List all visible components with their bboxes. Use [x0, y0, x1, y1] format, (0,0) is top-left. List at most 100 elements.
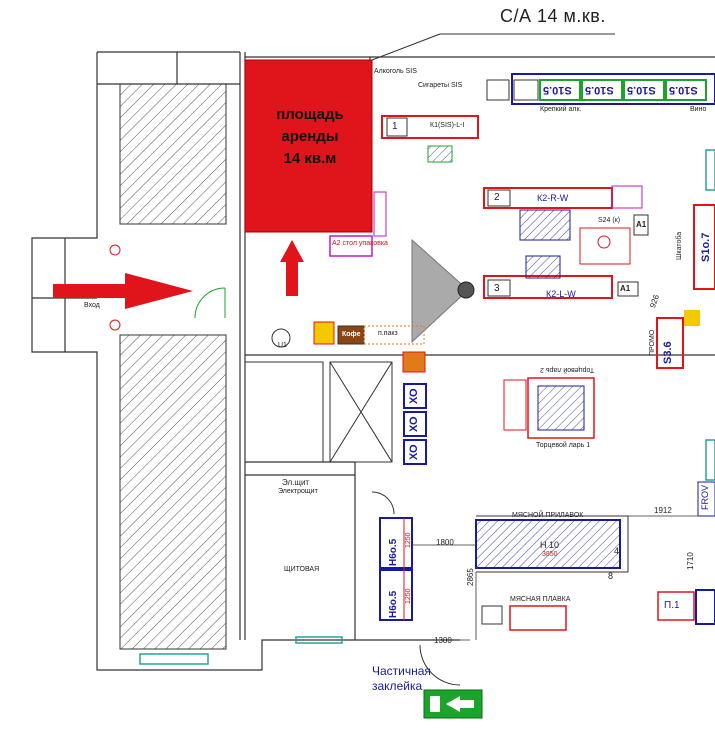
meat-slab [509, 605, 567, 631]
label-promo: ПРОМО [649, 329, 656, 356]
door-swing [194, 287, 226, 319]
k2-r-w-box [487, 189, 511, 207]
label-a1b: А1 [620, 284, 631, 293]
camera-icon [457, 281, 475, 299]
right-shelf-top [693, 204, 715, 290]
label-k1: К1(SIS)-L-I [430, 122, 465, 129]
label-xo-2: ХО [408, 416, 420, 432]
a1b-box [617, 281, 639, 297]
label-eltext: Электрощит [278, 488, 318, 495]
label-el: Эл.щит [282, 478, 310, 487]
yellow-box [313, 321, 335, 345]
label-h6num1: 1250 [405, 532, 412, 548]
top-shelving [511, 73, 715, 105]
label-coffee: Кофе [342, 331, 361, 338]
k2-lower-block [525, 255, 561, 279]
h6-freezer-1 [379, 517, 413, 569]
caption-line-1: Частичная [372, 664, 431, 678]
magenta-box [611, 185, 643, 209]
label-cigarettes: Сигареты SIS [418, 82, 463, 89]
s10-labels [539, 79, 707, 101]
p1-box [657, 591, 695, 621]
label-vxod: Вход [84, 302, 100, 309]
label-p1: П.1 [664, 600, 680, 611]
view-cone [411, 238, 469, 344]
header-title: С/А 14 м.кв. [500, 6, 606, 26]
rent-line-1: площадь [276, 106, 344, 123]
label-s10-1: S10.5 [543, 84, 572, 96]
label-n1: 1 [392, 121, 398, 132]
pillar-1 [109, 244, 121, 256]
up-arrow [280, 240, 304, 296]
xo-freezers [403, 383, 427, 465]
entry-arrow [53, 273, 193, 309]
hatched-block-bottom [119, 334, 227, 650]
hatched-block-top [119, 83, 227, 225]
small-box-top2 [513, 79, 539, 101]
label-s36: S3.6 [662, 341, 674, 364]
label-d1912: 1912 [654, 506, 672, 515]
k1-box [386, 117, 408, 137]
label-d2865: 2865 [466, 568, 475, 586]
label-h6b: Н6о.5 [388, 590, 399, 618]
label-xo-3: ХО [408, 444, 420, 460]
label-krep: Крепкий алк. [540, 106, 582, 113]
label-alcohol: Алкоголь SIS [374, 68, 417, 75]
rent-area-label: площадь аренды 14 кв.м [248, 104, 372, 170]
label-n2: 2 [494, 192, 500, 203]
label-d1710: 1710 [686, 552, 695, 570]
label-u1: U1 [278, 342, 287, 349]
freezer-island [527, 377, 595, 439]
label-d1300: 1300 [434, 636, 452, 645]
promo-stand [656, 317, 684, 369]
rent-area-block [244, 59, 373, 233]
label-d1800: 1800 [436, 538, 454, 547]
h6-freezer-2 [379, 569, 413, 621]
label-h6a: Н6о.5 [388, 538, 399, 566]
label-vino: Вино [690, 106, 707, 113]
label-xo-1: ХО [408, 388, 420, 404]
m9-fixture [597, 235, 611, 249]
stair-frame [329, 361, 393, 463]
label-a2: А2 стол упаковка [332, 240, 388, 247]
k1-counter [381, 115, 479, 139]
utility-room [244, 361, 324, 463]
label-s107: S1o.7 [700, 232, 712, 262]
label-k2rw: К2-R-W [537, 193, 569, 203]
label-pakz: п.пакз [378, 330, 398, 337]
label-k2lw: К2-L-W [546, 289, 576, 299]
label-ship: Шкатоба [676, 231, 683, 260]
rent-line-2: аренды [281, 128, 339, 145]
label-torgl2: Торцевой ларь 2 [540, 366, 595, 373]
small-box-top [486, 79, 510, 101]
label-s10-2: S10.5 [585, 84, 614, 96]
meat-counter [475, 519, 621, 569]
caption-line-2: заклейка [372, 679, 423, 693]
a1-box [633, 214, 649, 236]
partial-cover-caption: Частичная заклейка [372, 664, 431, 694]
coffee-box [337, 325, 365, 345]
label-s10-4: S10.5 [669, 84, 698, 96]
magenta-side [373, 191, 387, 237]
label-n8: 8 [608, 571, 614, 581]
right-shelf-mid [697, 481, 715, 517]
green-pad [427, 145, 453, 163]
label-s24: S24 (к) [598, 217, 621, 224]
label-torgl1: Торцевой ларь 1 [536, 442, 591, 449]
label-meat: МЯСНОЙ ПРИЛАВОК [512, 512, 584, 519]
label-shchit: ЩИТОВАЯ [284, 566, 320, 573]
label-meatplate: МЯСНАЯ ПЛАВКА [510, 596, 571, 603]
label-a1: А1 [636, 220, 647, 229]
k2-l-w-box [487, 279, 511, 297]
rent-line-3: 14 кв.м [283, 150, 337, 167]
label-n4: 4 [614, 546, 620, 556]
label-n3: 3 [494, 283, 500, 294]
orange-box [402, 351, 426, 373]
label-s10-3: S10.5 [627, 84, 656, 96]
k2-right-block [579, 227, 631, 265]
label-h10: Н 10 [540, 540, 560, 550]
label-frov: FROV [700, 484, 710, 510]
pakz-strip [363, 325, 425, 345]
dimension-lines [412, 515, 700, 641]
